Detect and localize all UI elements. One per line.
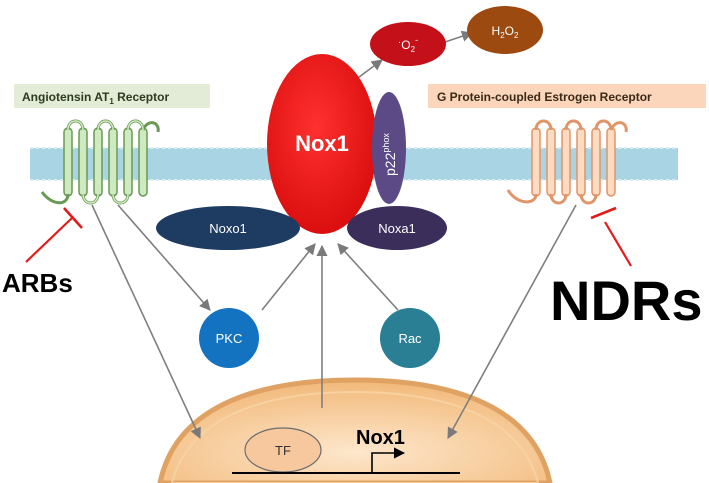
arrow-gper-to-nucleus [447, 204, 577, 439]
noxo1-label: Noxo1 [209, 221, 247, 236]
gper-label-box [428, 84, 706, 108]
promoter-arrow [371, 447, 406, 473]
ndrs-label: NDRs [550, 269, 702, 332]
p22phox-label: p22phox [381, 133, 398, 176]
at1-label: Angiotensin AT1 Receptor [22, 90, 169, 106]
nox1-gene-label: Nox1 [356, 427, 405, 449]
peroxide-label: H2O2 [492, 24, 519, 40]
transcription-factor: TF [244, 427, 322, 473]
arrow-nox1-to-superoxide [354, 59, 383, 81]
nox1-enzyme-label: Nox1 [295, 131, 349, 156]
pkc-node: PKC [199, 308, 259, 368]
at1-label-box [14, 84, 210, 108]
arrow-at1-to-nucleus [91, 204, 201, 440]
arrow-superoxide-to-peroxide [444, 30, 474, 43]
arbs-inhibition: ARBs [2, 207, 83, 298]
signaling-arrows [91, 30, 577, 440]
rac-label: Rac [398, 331, 422, 346]
gper-receptor: G Protein-coupled Estrogen Receptor [428, 84, 706, 205]
arrow-rac-to-nox1 [337, 243, 399, 311]
gper-label: G Protein-coupled Estrogen Receptor [437, 90, 652, 104]
noxa1-subunit [347, 206, 447, 250]
nox1-enzyme [267, 54, 377, 234]
noxo1-subunit [156, 206, 300, 250]
superoxide-label: ·O2- [398, 35, 418, 54]
at1-receptor: Angiotensin AT1 Receptor [14, 84, 210, 205]
superoxide: ·O2- [370, 22, 446, 66]
noxa1-label: Noxa1 [378, 221, 416, 236]
tf-label: TF [275, 443, 291, 458]
ndrs-inhibition: NDRs [550, 206, 702, 332]
nox-complex: Nox1 p22phox Noxo1 Noxa1 [156, 54, 447, 250]
pkc-label: PKC [216, 331, 243, 346]
p22phox-subunit [372, 92, 406, 204]
arbs-label: ARBs [2, 268, 73, 298]
nox1-gene: Nox1 [232, 427, 460, 474]
arrow-pkc-to-nox1 [261, 243, 316, 311]
nucleus [157, 377, 553, 483]
hydrogen-peroxide: H2O2 [467, 6, 543, 54]
arrow-at1-to-pkc [117, 204, 211, 311]
rac-node: Rac [380, 308, 440, 368]
